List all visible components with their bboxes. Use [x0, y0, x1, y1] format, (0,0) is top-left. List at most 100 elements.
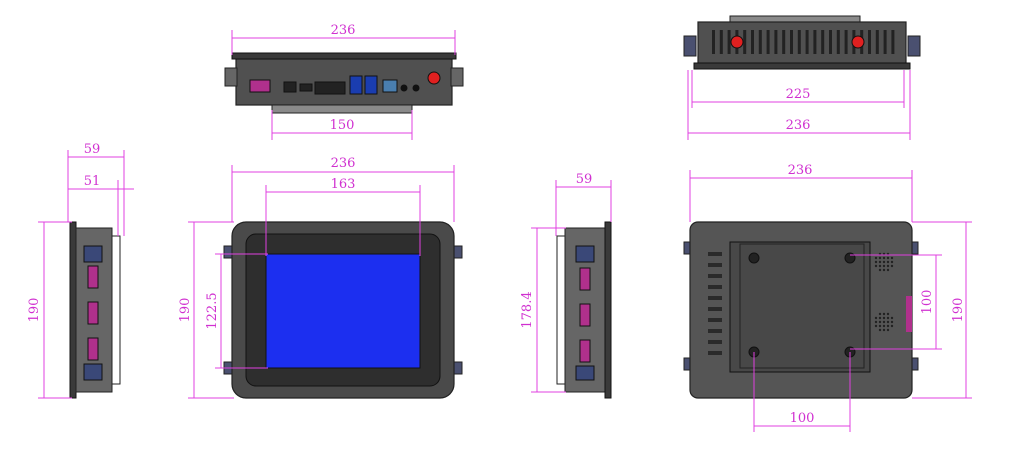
side-connector-icon — [83, 363, 103, 381]
vent-slot — [782, 30, 786, 54]
side-port-icon — [579, 303, 591, 327]
vent-slot — [813, 30, 817, 54]
dim-label: 225 — [786, 87, 811, 102]
speaker-hole — [874, 320, 878, 324]
dim-front-screen-height: 122.5 — [205, 253, 268, 369]
vent-slot — [743, 30, 747, 54]
dim-label: 236 — [331, 23, 356, 38]
dim-mid-depth: 59 — [555, 172, 612, 236]
speaker-hole — [874, 316, 878, 320]
dim-top-rear-base: 150 — [271, 110, 413, 140]
vent-slot — [751, 30, 754, 54]
speaker-hole — [890, 316, 894, 320]
rear-right-bracket — [450, 67, 464, 87]
audio-jack-icon — [412, 84, 420, 92]
speaker-hole — [882, 312, 886, 316]
front-view — [223, 221, 463, 399]
speaker-hole — [890, 320, 894, 324]
back-vent-slot — [708, 285, 722, 289]
speaker-hole — [882, 256, 886, 260]
speaker-hole — [886, 324, 890, 328]
dim-mid-height: 178.4 — [520, 227, 566, 393]
speaker-hole — [874, 324, 878, 328]
vesa-hole-icon — [748, 252, 760, 264]
vent-slot — [883, 30, 887, 54]
speaker-hole — [878, 316, 882, 320]
back-vent-slot — [708, 351, 722, 355]
top-left-bracket — [683, 35, 697, 57]
speaker-hole — [886, 316, 890, 320]
power-button-icon — [427, 71, 441, 85]
side-connector-icon — [575, 245, 595, 263]
back-vent-slot — [708, 340, 722, 344]
top-led-icon — [730, 35, 744, 49]
dim-label: 51 — [84, 174, 101, 189]
dim-label: 163 — [331, 177, 356, 192]
vent-slot — [805, 30, 809, 54]
usb-port-icon — [364, 75, 378, 95]
left-side-view — [69, 221, 121, 399]
vent-slot — [719, 30, 723, 54]
dim-front-height: 190 — [178, 221, 234, 399]
dim-top-rear-width: 236 — [231, 23, 456, 55]
speaker-hole — [882, 324, 886, 328]
speaker-hole — [890, 324, 894, 328]
lcd-screen — [265, 253, 421, 369]
dim-label: 150 — [330, 118, 355, 133]
dim-left-height: 190 — [27, 221, 72, 399]
vent-slot — [875, 30, 879, 54]
side-back-plate — [111, 235, 121, 385]
vent-slot — [758, 30, 762, 54]
speaker-hole — [882, 328, 886, 332]
mid-side-front-rim — [604, 221, 612, 399]
dim-label: 190 — [951, 298, 966, 323]
vent-slot — [766, 30, 770, 54]
vent-slot — [844, 30, 848, 54]
speaker-hole — [886, 268, 890, 272]
dim-label: 190 — [178, 298, 193, 323]
dim-label: 236 — [331, 156, 356, 171]
speaker-hole — [878, 268, 882, 272]
back-vent-slot — [708, 318, 722, 322]
dim-label: 236 — [786, 118, 811, 133]
dim-back-height: 190 — [912, 221, 972, 399]
dim-label: 59 — [576, 172, 593, 187]
vga-port-icon — [314, 81, 346, 95]
side-port-icon — [87, 301, 99, 325]
speaker-hole — [878, 328, 882, 332]
vent-slot — [836, 30, 840, 54]
speaker-hole — [886, 260, 890, 264]
back-side-port-icon — [906, 296, 912, 332]
rear-base-plate — [271, 104, 413, 114]
vent-slot — [829, 30, 832, 54]
side-port-icon — [87, 337, 99, 361]
speaker-hole — [886, 328, 890, 332]
back-vent-slot — [708, 274, 722, 278]
dim-label: 59 — [84, 142, 101, 157]
speaker-hole — [890, 260, 894, 264]
speaker-hole — [890, 264, 894, 268]
side-port-icon — [579, 267, 591, 291]
speaker-hole — [886, 264, 890, 268]
lan-port-icon — [382, 79, 398, 93]
back-vent-slot — [708, 296, 722, 300]
back-vent-slot — [708, 307, 722, 311]
mid-side-back-plate — [556, 235, 566, 385]
top-right-bracket — [907, 35, 921, 57]
dim-label: 100 — [920, 290, 935, 315]
side-port-icon — [579, 339, 591, 363]
speaker-hole — [886, 256, 890, 260]
dim-label: 190 — [27, 298, 42, 323]
top-rear-view — [224, 52, 464, 114]
top-right-view — [683, 15, 921, 70]
dim-left-depth-outer: 59 — [67, 142, 125, 236]
top-front-rim — [693, 62, 911, 70]
dim-label: 178.4 — [520, 291, 535, 328]
speaker-hole — [874, 260, 878, 264]
dim-back-vesa-h: 100 — [753, 352, 851, 432]
dim-top-right-outer: 236 — [687, 70, 911, 140]
speaker-hole — [890, 256, 894, 260]
speaker-hole — [882, 260, 886, 264]
side-connector-icon — [575, 365, 595, 381]
back-vent-slot — [708, 263, 722, 267]
